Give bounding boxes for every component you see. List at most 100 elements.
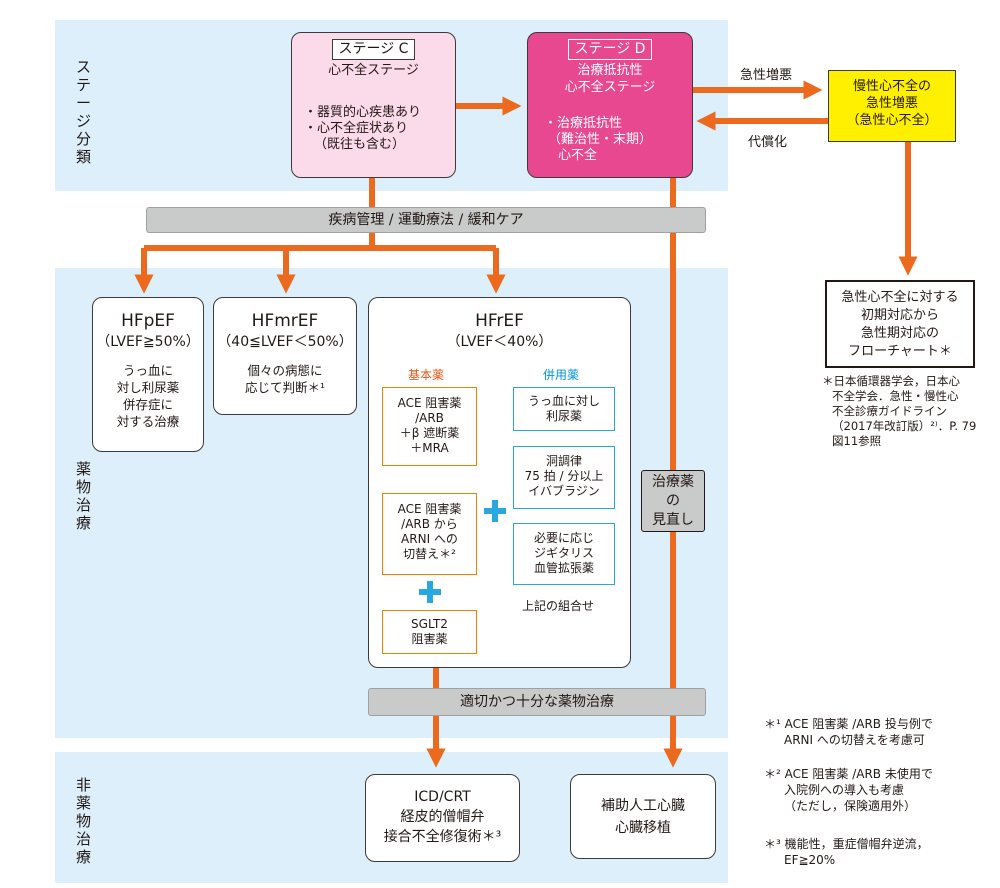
hfpef-body-line: うっ血に <box>122 363 173 378</box>
hfpef-box: HFpEF （LVEF≧50%） うっ血に 対し利尿薬 併存症に 対する治療 <box>92 297 204 452</box>
basic-drug-label: 基本薬 <box>408 368 445 382</box>
exacerbation-arrow-label: 急性増悪 <box>740 68 793 83</box>
review-line: 治療薬 <box>652 474 694 490</box>
acute-flowchart-box: 急性心不全に対する 初期対応から 急性期対応の フローチャート＊ <box>825 280 975 368</box>
vad-line: 補助人工心臓 <box>601 798 685 814</box>
hfref-title: HFrEF <box>475 311 524 331</box>
flowchart-line: フローチャート＊ <box>848 344 952 359</box>
stage-d-bullet: 心不全 <box>558 148 598 163</box>
stage-d-bullet: ・治療抵抗性 <box>544 116 623 131</box>
basic1-line: ＋β 遮断薬 <box>399 426 460 440</box>
basic1-line: ACE 阻害薬 <box>397 396 462 410</box>
icd-line: ICD/CRT <box>414 789 471 805</box>
basic-drug-ace-arb-box: ACE 阻害薬 /ARB ＋β 遮断薬 ＋MRA <box>382 387 477 466</box>
hfmref-body: 個々の病態に 応じて判断＊¹ <box>214 362 356 396</box>
stage-d-bullet: （難治性・末期） <box>548 132 653 147</box>
hfpef-body: うっ血に 対し利尿薬 併存症に 対する治療 <box>93 362 203 430</box>
adequate-drug-therapy-bar: 適切かつ十分な薬物治療 <box>368 688 706 716</box>
flowchart-note-line: （2017年改訂版）²⁾．P. 79 <box>832 419 977 433</box>
basic1-line: /ARB <box>415 411 444 425</box>
acute-line: 急性増悪 <box>865 96 918 111</box>
acute-line: （急性心不全） <box>846 113 938 128</box>
stage-d-tag: ステージ D <box>567 39 653 60</box>
combo1-line: うっ血に対し <box>527 394 600 408</box>
flowchart-note-line: 不全学会．急性・慢性心 <box>832 389 959 403</box>
stage-c-box: ステージ C 心不全ステージ ・器質的心疾患あり ・心不全症状あり （既往も含む… <box>291 32 456 178</box>
stage-c-subtitle: 心不全ステージ <box>328 63 419 78</box>
footnote-line: 入院例への導入も考慮 <box>784 783 905 797</box>
drug-section-label: 薬物治療 <box>75 460 92 532</box>
stage-c-bullet: （既往も含む） <box>314 137 406 152</box>
flowchart-line: 初期対応から <box>860 308 939 323</box>
basic3-line: SGLT2 <box>411 617 448 631</box>
stage-d-subtitle-2: 心不全ステージ <box>564 80 656 95</box>
icd-line: 経皮的僧帽弁 <box>400 809 485 825</box>
hfpef-body-line: 対する治療 <box>116 414 180 429</box>
hfmref-box: HFmrEF （40≦LVEF＜50%） 個々の病態に 応じて判断＊¹ <box>213 297 357 415</box>
review-line: 見直し <box>652 512 694 528</box>
combo1-line: 利尿薬 <box>545 409 582 423</box>
combo2-line: 75 拍 / 分以上 <box>524 469 604 483</box>
acute-line: 慢性心不全の <box>852 79 931 94</box>
hfpef-body-line: 対し利尿薬 <box>116 380 180 395</box>
hfmref-body-line: 個々の病態に <box>247 363 323 378</box>
hfpef-criteria: （LVEF≧50%） <box>96 334 200 350</box>
combo2-line: イバブラジン <box>528 484 600 498</box>
basic2-line: /ARB から <box>401 517 458 531</box>
icd-crt-box: ICD/CRT 経皮的僧帽弁 接合不全修復術＊³ <box>365 774 520 862</box>
combination-drug-label: 併用薬 <box>543 368 580 382</box>
stage-c-bullet: ・心不全症状あり <box>304 121 409 136</box>
nondrug-section-label: 非薬物治療 <box>75 776 92 866</box>
flowchart-note-line: 図11参照 <box>832 434 882 448</box>
basic2-line: ARNI への <box>401 532 458 546</box>
combo3-line: 必要に応じ <box>533 531 594 545</box>
hfmref-title: HFmrEF <box>251 311 319 331</box>
basic-drug-arni-switch-box: ACE 阻害薬 /ARB から ARNI への 切替え＊² <box>382 493 477 575</box>
review-line: の <box>666 493 680 509</box>
stage-d-bullets: ・治療抵抗性 （難治性・末期） 心不全 <box>528 116 692 164</box>
basic-drug-sglt2-box: SGLT2 阻害薬 <box>382 610 477 654</box>
combo3-line: ジギタリス <box>533 546 594 560</box>
plus-icon <box>484 500 506 522</box>
footnote-line: ＊¹ ACE 阻害薬 /ARB 投与例で <box>764 717 933 731</box>
flowchart-line: 急性心不全に対する <box>841 290 959 305</box>
footnote-line: EF≧20% <box>784 853 836 867</box>
combo-digitalis-box: 必要に応じ ジギタリス 血管拡張薬 <box>513 523 615 585</box>
flowchart-line: 急性期対応の <box>860 326 939 341</box>
hfmref-body-line: 応じて判断＊¹ <box>244 380 325 395</box>
footnote-line: ＊³ 機能性，重症僧帽弁逆流， <box>764 837 929 851</box>
basic1-line: ＋MRA <box>410 441 449 455</box>
vad-transplant-box: 補助人工心臓 心臓移植 <box>570 774 716 859</box>
stage-d-box: ステージ D 治療抵抗性 心不全ステージ ・治療抵抗性 （難治性・末期） 心不全 <box>527 32 693 178</box>
combination-note: 上記の組合せ <box>522 599 595 613</box>
compensation-arrow-label: 代償化 <box>748 135 788 150</box>
hfpef-body-line: 併存症に <box>122 397 173 412</box>
disease-management-bar: 疾病管理 / 運動療法 / 緩和ケア <box>146 207 706 233</box>
basic2-line: ACE 阻害薬 <box>397 502 462 516</box>
stage-c-tag: ステージ C <box>331 39 416 60</box>
footnote-2: ＊² ACE 阻害薬 /ARB 未使用で 入院例への導入も考慮 （ただし，保険適… <box>764 766 933 814</box>
combo2-line: 洞調律 <box>545 454 582 468</box>
stage-c-bullets: ・器質的心疾患あり ・心不全症状あり （既往も含む） <box>292 105 455 153</box>
acute-exacerbation-box: 慢性心不全の 急性増悪 （急性心不全） <box>828 70 956 142</box>
combo-ivabradine-box: 洞調律 75 拍 / 分以上 イバブラジン <box>513 446 615 509</box>
stage-d-subtitle-1: 治療抵抗性 <box>577 63 643 78</box>
vad-line: 心臓移植 <box>615 820 671 836</box>
flowchart-note-line: 不全診療ガイドライン <box>832 404 947 418</box>
footnote-line: ＊² ACE 阻害薬 /ARB 未使用で <box>764 767 933 781</box>
stage-c-bullet: ・器質的心疾患あり <box>304 105 422 120</box>
flowchart-reference-note: ＊日本循環器学会，日本心 不全学会．急性・慢性心 不全診療ガイドライン （201… <box>822 374 987 449</box>
plus-icon <box>419 581 441 603</box>
combo3-line: 血管拡張薬 <box>533 561 594 575</box>
footnote-line: ARNI への切替えを考慮可 <box>784 733 925 747</box>
flowchart-note-line: ＊日本循環器学会，日本心 <box>822 374 960 388</box>
footnote-line: （ただし，保険適用外） <box>784 799 917 813</box>
stage-section-label: ステージ分類 <box>75 58 92 166</box>
footnote-3: ＊³ 機能性，重症僧帽弁逆流， EF≧20% <box>764 836 929 868</box>
basic3-line: 阻害薬 <box>411 632 448 646</box>
hfref-criteria: （LVEF＜40%） <box>446 334 553 350</box>
icd-line: 接合不全修復術＊³ <box>383 829 502 845</box>
hfmref-criteria: （40≦LVEF＜50%） <box>217 334 353 350</box>
basic2-line: 切替え＊² <box>403 547 456 561</box>
